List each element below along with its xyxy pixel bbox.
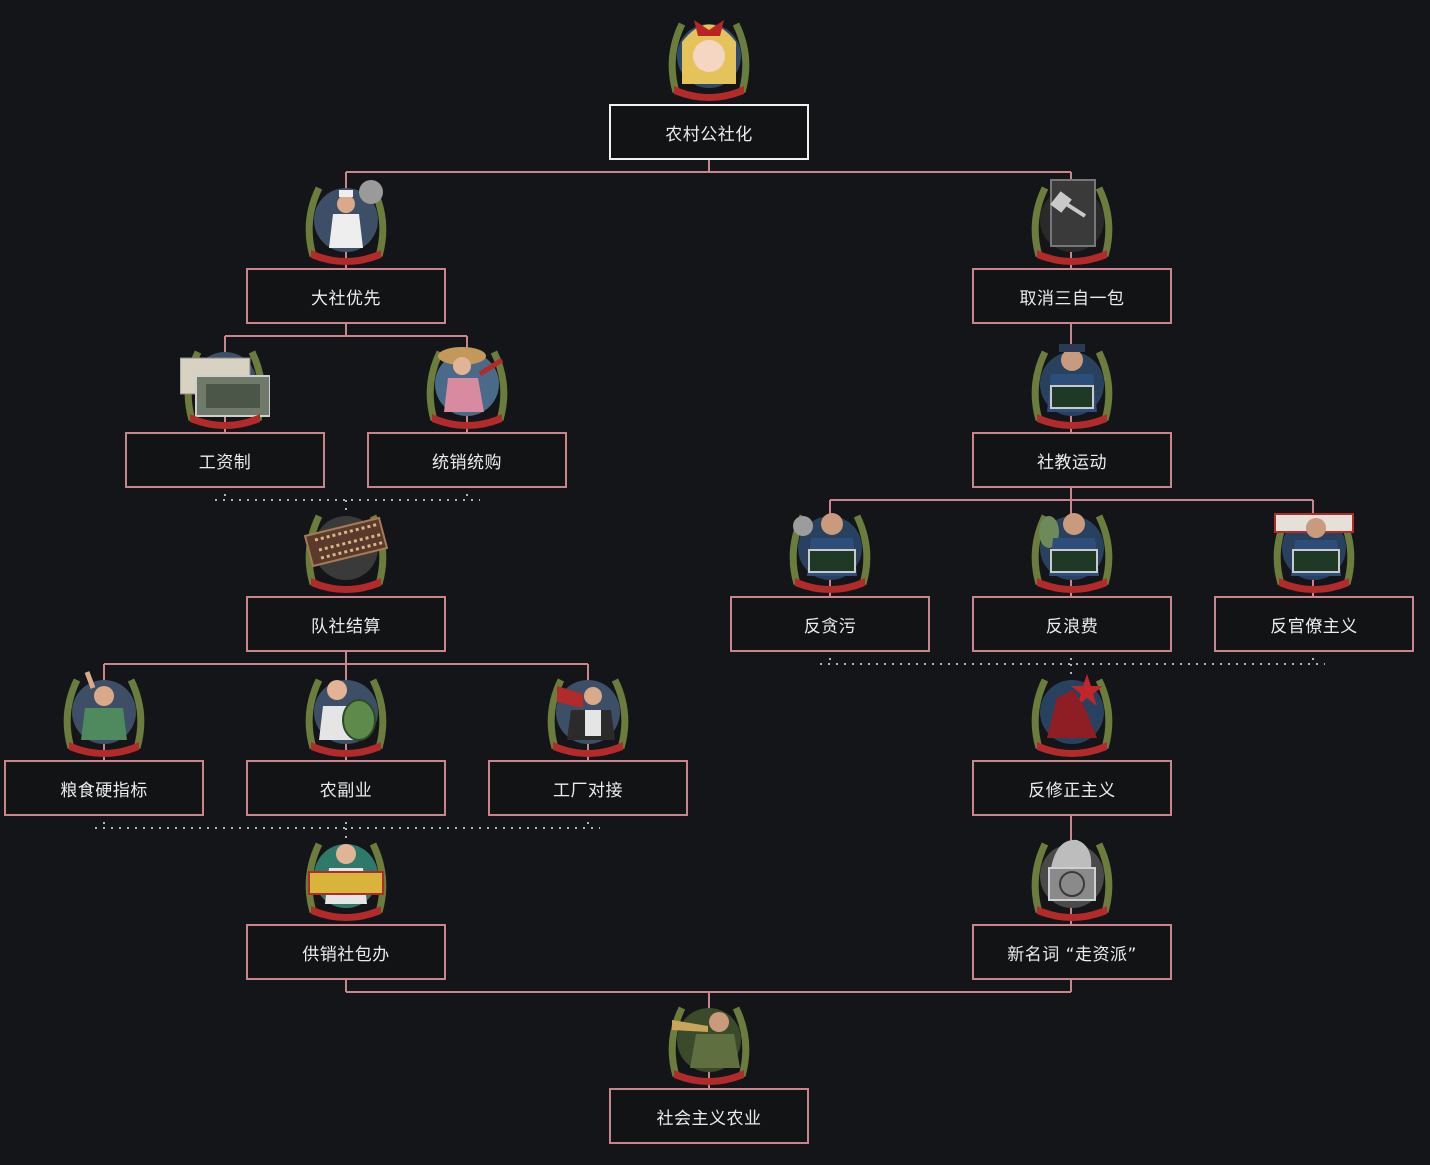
focus-wage-system[interactable]: 工资制 — [125, 340, 325, 490]
cook-worker-icon — [305, 180, 387, 265]
focus-label: 反官僚主义 — [1214, 596, 1414, 652]
focus-label: 社会主义农业 — [609, 1088, 809, 1144]
focus-label: 统销统购 — [367, 432, 567, 488]
focus-anti-revisionism[interactable]: 反修正主义 — [972, 668, 1172, 818]
red-soldier-icon — [1031, 674, 1113, 757]
four-cleanups-sign-icon — [1031, 344, 1113, 429]
focus-anti-waste[interactable]: 反浪费 — [972, 504, 1172, 654]
focus-label: 反浪费 — [972, 596, 1172, 652]
focus-label: 社教运动 — [972, 432, 1172, 488]
focus-anti-bureaucracy[interactable]: 反官僚主义 — [1214, 504, 1414, 654]
anti-corruption-sign-icon — [789, 513, 871, 593]
focus-label: 新名词 “走资派” — [972, 924, 1172, 980]
anti-waste-sign-icon — [1031, 513, 1113, 593]
focus-socialist-agriculture[interactable]: 社会主义农业 — [609, 996, 809, 1146]
focus-label: 农副业 — [246, 760, 446, 816]
focus-rural-communization[interactable]: 农村公社化 — [609, 12, 809, 162]
statue-icon — [1031, 839, 1113, 921]
focus-label: 工资制 — [125, 432, 325, 488]
focus-capitalist-roader[interactable]: 新名词 “走资派” — [972, 832, 1172, 982]
focus-label: 工厂对接 — [488, 760, 688, 816]
focus-abolish-three-freedoms[interactable]: 取消三自一包 — [972, 176, 1172, 326]
focus-big-commune-first[interactable]: 大社优先 — [246, 176, 446, 326]
focus-grain-quota[interactable]: 粮食硬指标 — [4, 668, 204, 818]
bugler-soldier-icon — [668, 1006, 750, 1085]
focus-label: 粮食硬指标 — [4, 760, 204, 816]
focus-sideline-agriculture[interactable]: 农副业 — [246, 668, 446, 818]
focus-label: 反修正主义 — [972, 760, 1172, 816]
melon-woman-icon — [305, 678, 387, 757]
focus-brigade-accounting[interactable]: 队社结算 — [246, 504, 446, 654]
abacus-brigade-icon — [303, 514, 389, 593]
focus-socialist-education[interactable]: 社教运动 — [972, 340, 1172, 490]
focus-label: 供销社包办 — [246, 924, 446, 980]
focus-anti-corruption[interactable]: 反贪污 — [730, 504, 930, 654]
focus-coop-contract[interactable]: 供销社包办 — [246, 832, 446, 982]
focus-factory-link[interactable]: 工厂对接 — [488, 668, 688, 818]
focus-unified-purchase[interactable]: 统销统购 — [367, 340, 567, 490]
focus-label: 取消三自一包 — [972, 268, 1172, 324]
farm-woman-icon — [426, 347, 508, 429]
grain-worker-icon — [63, 671, 145, 757]
focus-label: 大社优先 — [246, 268, 446, 324]
focus-label: 队社结算 — [246, 596, 446, 652]
shop-woman-icon — [305, 842, 387, 921]
factory-workers-icon — [547, 678, 629, 757]
hammer-book-icon — [1031, 179, 1113, 265]
anime-girl-portrait-icon — [668, 20, 750, 101]
anti-bureaucracy-sign-icon — [1273, 513, 1355, 593]
focus-label: 农村公社化 — [609, 104, 809, 160]
banknotes-icon — [180, 350, 270, 429]
focus-label: 反贪污 — [730, 596, 930, 652]
